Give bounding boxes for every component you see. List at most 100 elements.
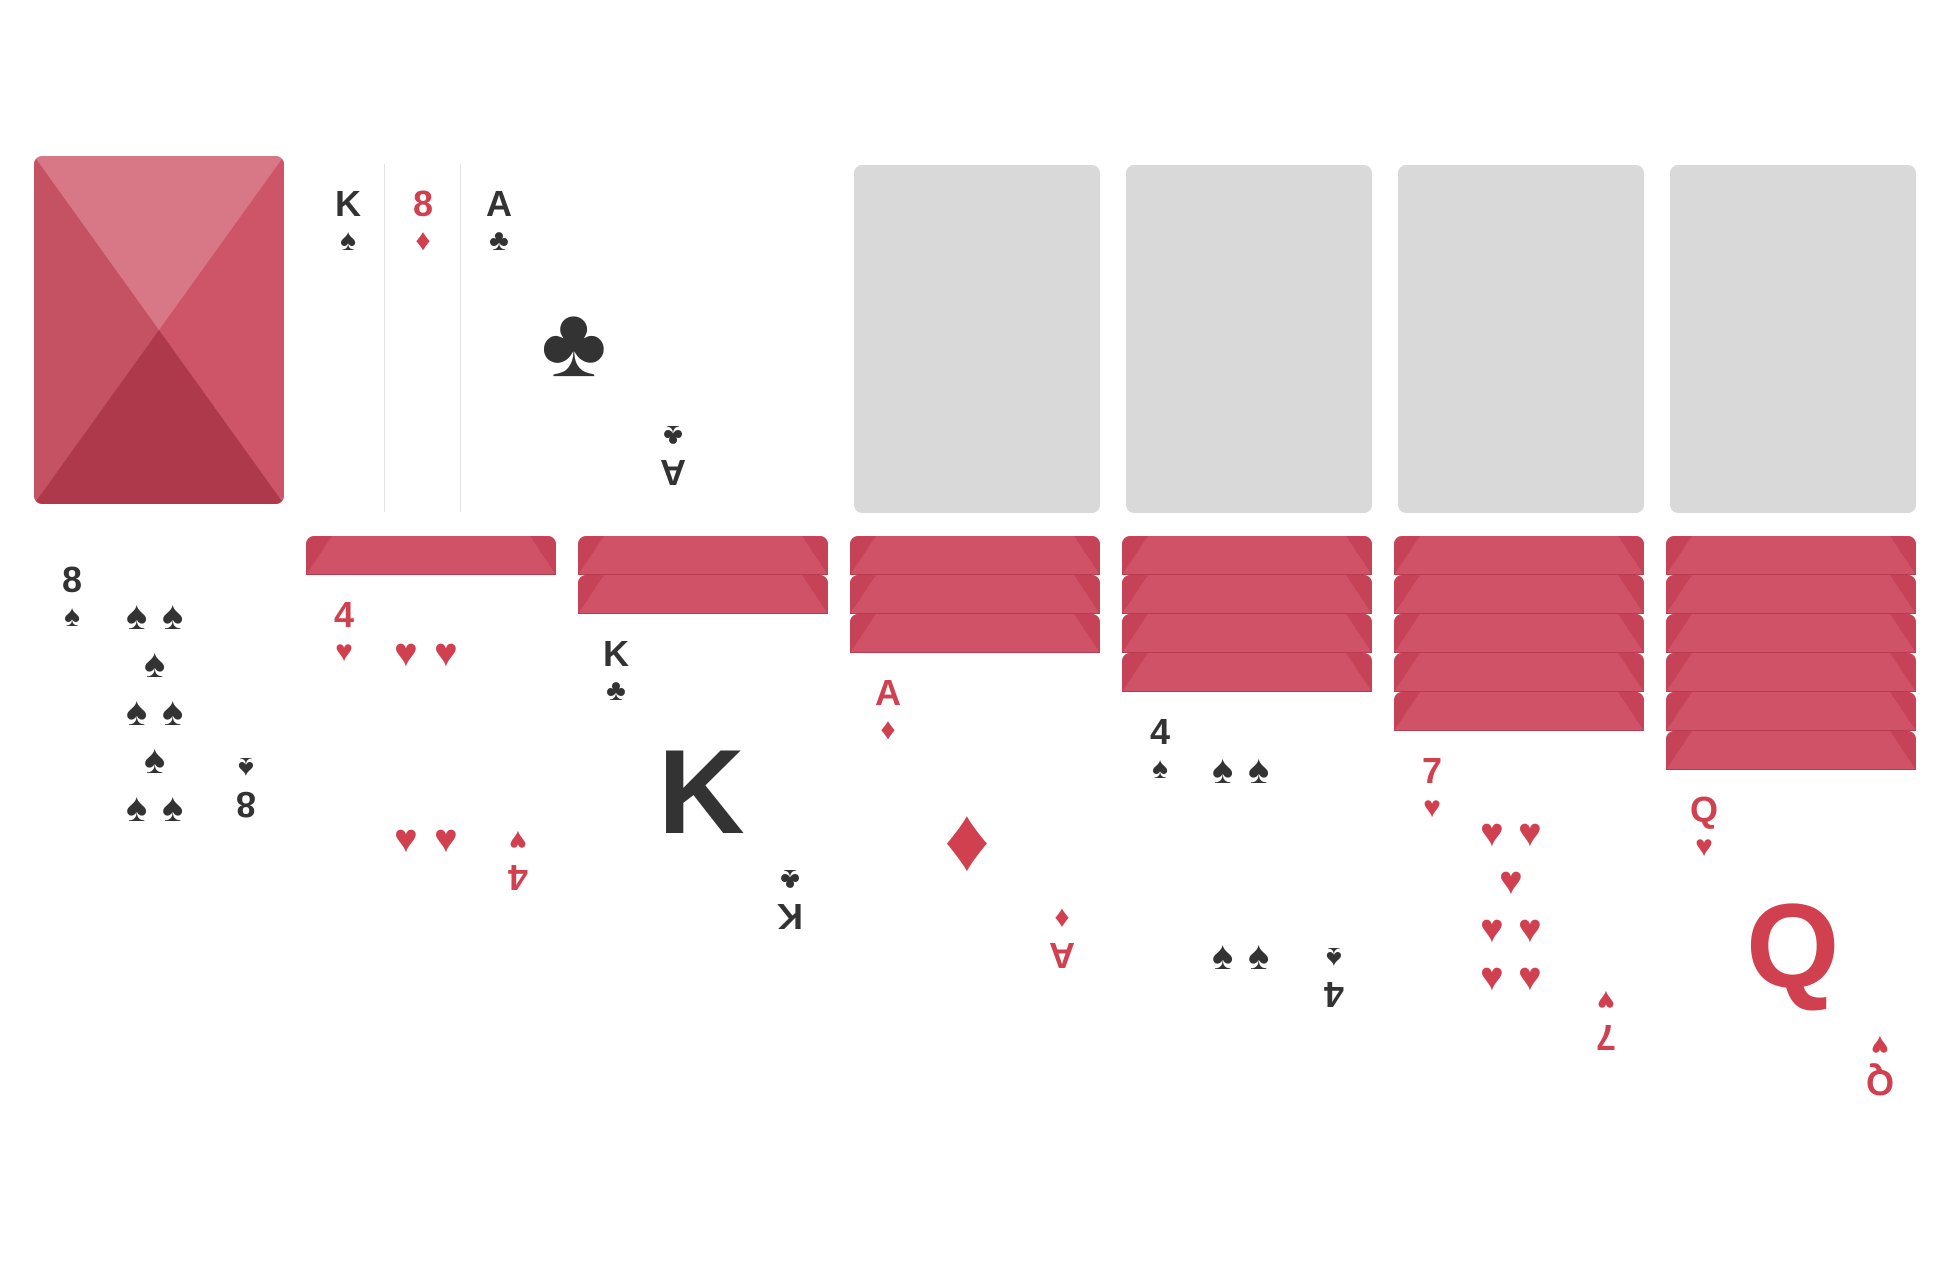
spade-icon: ♠ (1212, 934, 1234, 978)
foundation-slot-2[interactable] (1126, 165, 1372, 513)
club-icon: ♣ (489, 224, 509, 257)
tableau-card-7-hearts[interactable]: 7♥ ♥ ♥ ♥ ♥ ♥ ♥ ♥ 7♥ (1394, 731, 1644, 1079)
foundation-slot-3[interactable] (1398, 165, 1644, 513)
heart-icon: ♥ (335, 635, 353, 668)
spade-icon: ♠ (1248, 934, 1270, 978)
spade-icon: ♠ (1326, 941, 1342, 974)
hidden-card (578, 536, 828, 575)
club-icon: ♣ (780, 863, 800, 896)
hidden-card (1122, 575, 1372, 614)
diamond-icon: ♦ (1054, 902, 1070, 935)
heart-icon: ♥ (509, 824, 527, 857)
card-back-pattern (34, 330, 284, 504)
spade-icon: ♠ (238, 751, 254, 784)
diamond-icon: ♦ (415, 224, 431, 257)
foundation-slot-4[interactable] (1670, 165, 1916, 513)
card-rank: A (486, 183, 512, 224)
hidden-card (578, 575, 828, 614)
card-rank: 4 (507, 857, 529, 898)
card-rank: 4 (333, 594, 355, 635)
spade-icon: ♠ (162, 594, 184, 638)
heart-icon: ♥ (394, 631, 418, 675)
card-rank: K (777, 896, 803, 937)
heart-icon: ♥ (1695, 830, 1713, 863)
heart-icon: ♥ (1480, 907, 1504, 951)
card-edge (384, 164, 385, 512)
waste-top-card[interactable]: A♣ ♣ A♣ (461, 164, 711, 512)
hidden-card (850, 575, 1100, 614)
club-icon: ♣ (606, 674, 626, 707)
club-icon: ♣ (541, 286, 607, 398)
card-back-pattern (34, 156, 284, 330)
heart-icon: ♥ (1499, 859, 1523, 903)
hidden-card (850, 536, 1100, 575)
tableau-card-queen-hearts[interactable]: Q♥ Q Q♥ (1666, 770, 1916, 1118)
tableau-card-4-spades[interactable]: 4♠ ♠ ♠ ♠ ♠ 4♠ (1122, 692, 1372, 1040)
hidden-card (1394, 575, 1644, 614)
heart-icon: ♥ (394, 817, 418, 861)
tableau-card-king-clubs[interactable]: K♣ K K♣ (578, 614, 828, 962)
hidden-card (1394, 614, 1644, 653)
hidden-card (1666, 653, 1916, 692)
card-rank: 4 (1149, 711, 1171, 752)
heart-icon: ♥ (434, 631, 458, 675)
hidden-card (1666, 692, 1916, 731)
heart-icon: ♥ (1597, 984, 1615, 1017)
card-rank: K (658, 725, 745, 859)
card-rank: Q (1746, 879, 1840, 1013)
card-rank: A (1049, 935, 1075, 976)
spade-icon: ♠ (162, 786, 184, 830)
spade-icon: ♠ (144, 642, 166, 686)
hidden-card (1122, 536, 1372, 575)
card-rank: A (875, 672, 901, 713)
diamond-icon: ♦ (880, 713, 896, 746)
card-rank: 8 (235, 784, 257, 825)
spade-icon: ♠ (1212, 748, 1234, 792)
heart-icon: ♥ (434, 817, 458, 861)
spade-icon: ♠ (1152, 752, 1168, 785)
card-rank: 8 (412, 183, 434, 224)
hidden-card (1666, 536, 1916, 575)
tableau-card-4-hearts[interactable]: 4♥ ♥ ♥ ♥ ♥ 4♥ (306, 575, 556, 923)
hidden-card (850, 614, 1100, 653)
card-rank: Q (1866, 1062, 1895, 1103)
heart-icon: ♥ (1518, 811, 1542, 855)
card-rank: 7 (1421, 750, 1443, 791)
spade-icon: ♠ (340, 224, 356, 257)
tableau-card-ace-diamonds[interactable]: A♦ ♦ A♦ (850, 653, 1100, 1001)
spade-icon: ♠ (144, 738, 166, 782)
diamond-icon: ♦ (944, 790, 990, 890)
hidden-card (1394, 653, 1644, 692)
heart-icon: ♥ (1480, 955, 1504, 999)
hidden-card (1122, 614, 1372, 653)
hidden-card (1122, 653, 1372, 692)
heart-icon: ♥ (1423, 791, 1441, 824)
spade-icon: ♠ (126, 690, 148, 734)
card-rank: 4 (1323, 974, 1345, 1015)
heart-icon: ♥ (1518, 907, 1542, 951)
stock-pile[interactable] (34, 156, 284, 504)
spade-icon: ♠ (64, 600, 80, 633)
card-rank: 7 (1595, 1017, 1617, 1058)
foundation-slot-1[interactable] (854, 165, 1100, 513)
hidden-card (1666, 575, 1916, 614)
heart-icon: ♥ (1480, 811, 1504, 855)
heart-icon: ♥ (1871, 1029, 1889, 1062)
spade-icon: ♠ (126, 594, 148, 638)
card-rank: Q (1689, 789, 1718, 830)
hidden-card (1666, 731, 1916, 770)
hidden-card (1666, 614, 1916, 653)
hidden-card (1394, 692, 1644, 731)
club-icon: ♣ (663, 419, 683, 452)
tableau-card-8-spades[interactable]: 8♠ ♠ ♠ ♠ ♠ ♠ ♠ ♠ ♠ 8♠ (34, 540, 284, 888)
hidden-card (306, 536, 556, 575)
spade-icon: ♠ (126, 786, 148, 830)
spade-icon: ♠ (1248, 748, 1270, 792)
card-edge (460, 164, 461, 512)
spade-icon: ♠ (162, 690, 184, 734)
hidden-card (1394, 536, 1644, 575)
card-rank: 8 (61, 559, 83, 600)
card-rank: K (603, 633, 629, 674)
card-rank: A (660, 452, 686, 493)
card-rank: K (335, 183, 361, 224)
